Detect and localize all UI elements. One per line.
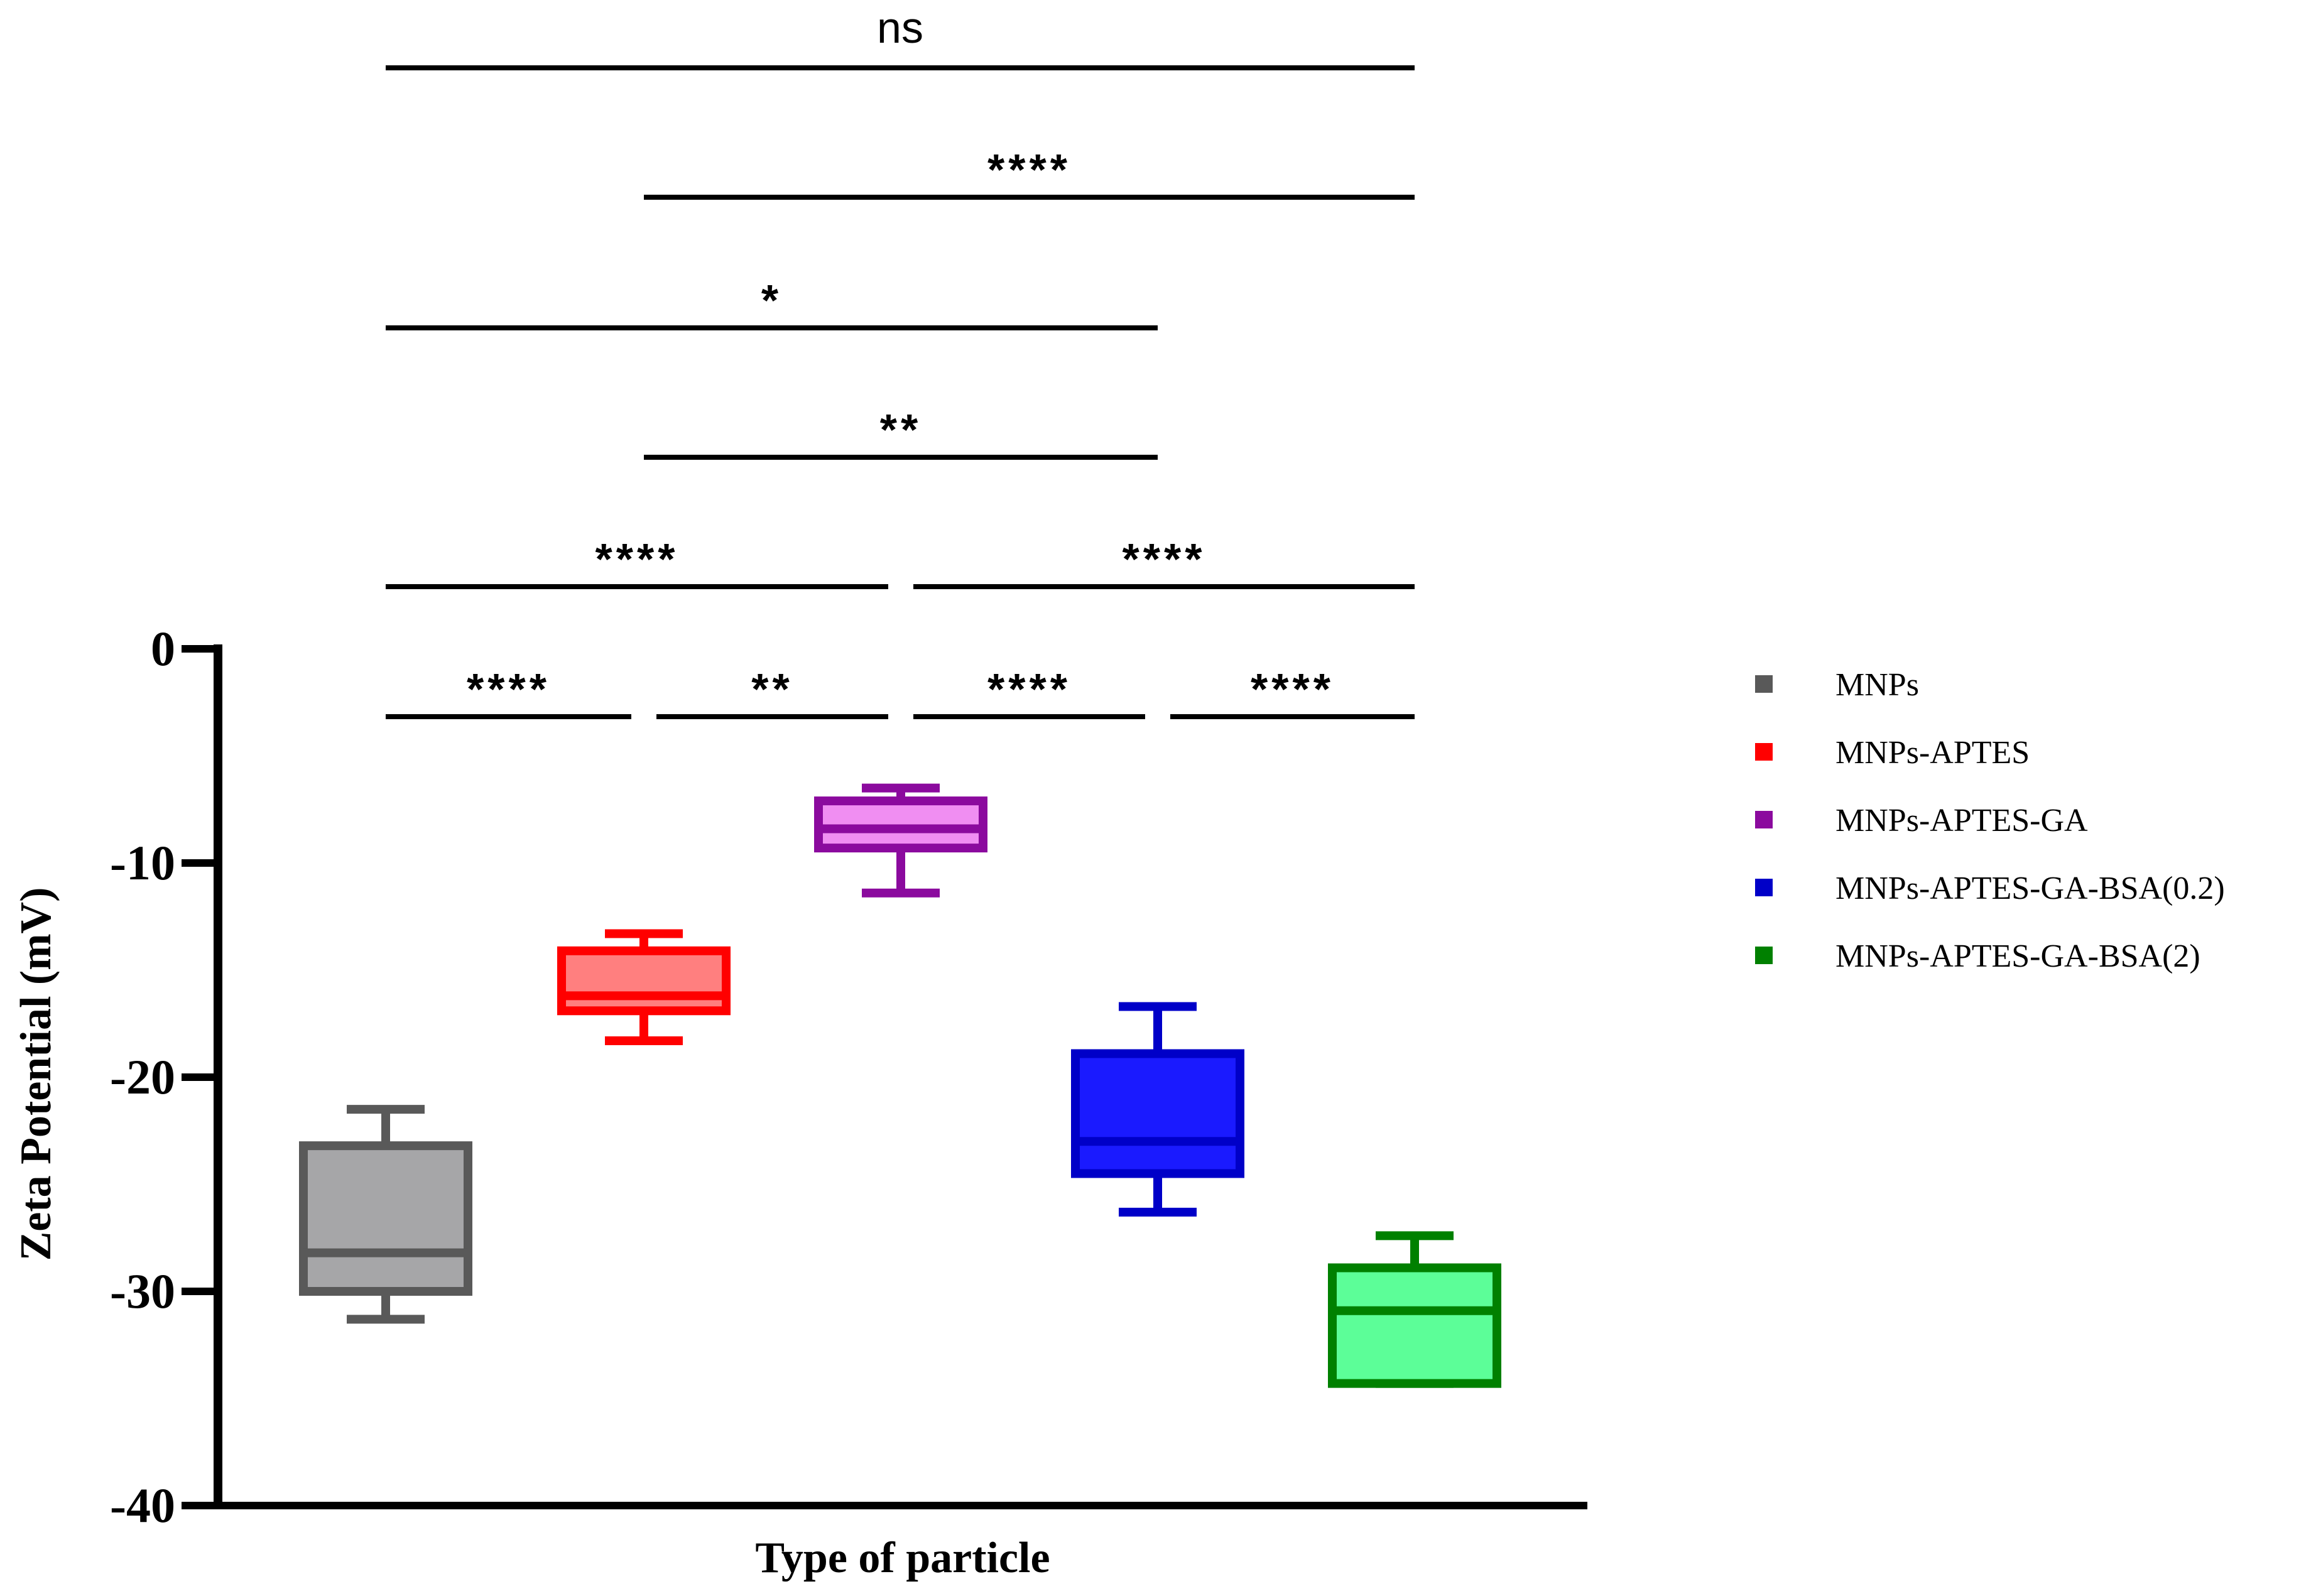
legend-item: MNPs-APTES-GA <box>1755 803 2088 839</box>
legend-swatch <box>1755 675 1773 693</box>
legend-item: MNPs-APTES <box>1755 735 2030 771</box>
y-axis-title: Zeta Potential (mV) <box>12 888 60 1261</box>
box-MNPs-APTES <box>557 929 731 1046</box>
box-MNPs-APTES-GA <box>814 783 987 898</box>
significance-label: ns <box>877 3 923 52</box>
x-axis-title: Type of particle <box>755 1534 1050 1582</box>
legend-swatch <box>1755 811 1773 828</box>
significance-label: **** <box>987 665 1071 714</box>
comparison-bracket: **** <box>1170 665 1415 719</box>
comparison-bracket: **** <box>644 145 1415 200</box>
legend-swatch <box>1755 743 1773 761</box>
y-tick-label: -20 <box>110 1050 175 1104</box>
significance-label: **** <box>987 145 1071 194</box>
box-iqr <box>557 946 731 1016</box>
significance-label: **** <box>1123 535 1206 584</box>
legend-item: MNPs-APTES-GA-BSA(2) <box>1755 938 2200 974</box>
box-iqr <box>1071 1049 1244 1178</box>
significance-label: ** <box>751 665 793 714</box>
comparison-bracket: **** <box>386 535 888 589</box>
legend-swatch <box>1755 879 1773 896</box>
box-iqr <box>299 1141 472 1296</box>
comparison-bracket: ** <box>656 665 888 719</box>
legend-label: MNPs-APTES-GA-BSA(2) <box>1835 938 2200 974</box>
significance-label: **** <box>467 665 550 714</box>
comparison-bracket: ** <box>644 405 1158 460</box>
box-iqr <box>1328 1263 1501 1388</box>
significance-label: **** <box>595 535 679 584</box>
comparison-bracket: **** <box>386 665 631 719</box>
significance-brackets: ns***************************** <box>386 3 1415 719</box>
legend-label: MNPs-APTES-GA-BSA(0.2) <box>1835 871 2225 906</box>
axes: 0 -10 -20 -30 -40 <box>110 621 1587 1533</box>
comparison-bracket: **** <box>913 535 1415 589</box>
box-MNPs-APTES-GA-BSA(0.2) <box>1071 1002 1244 1217</box>
box-MNPs <box>299 1105 472 1324</box>
comparison-bracket: ns <box>386 3 1415 70</box>
y-tick-label: 0 <box>151 621 175 676</box>
significance-label: * <box>761 276 782 325</box>
legend-label: MNPs <box>1835 667 1919 703</box>
comparison-bracket: **** <box>913 665 1145 719</box>
y-tick-label: -30 <box>110 1264 175 1318</box>
y-tick-label: -10 <box>110 835 175 890</box>
boxes <box>299 783 1501 1388</box>
significance-label: **** <box>1251 665 1334 714</box>
legend-swatch <box>1755 947 1773 964</box>
significance-label: ** <box>880 405 922 454</box>
comparison-bracket: * <box>386 276 1158 330</box>
y-tick-label: -40 <box>110 1478 175 1533</box>
legend-item: MNPs-APTES-GA-BSA(0.2) <box>1755 871 2225 906</box>
legend-label: MNPs-APTES-GA <box>1835 803 2088 839</box>
box-MNPs-APTES-GA-BSA(2) <box>1328 1231 1501 1388</box>
legend-label: MNPs-APTES <box>1835 735 2030 771</box>
legend-item: MNPs <box>1755 667 1919 703</box>
